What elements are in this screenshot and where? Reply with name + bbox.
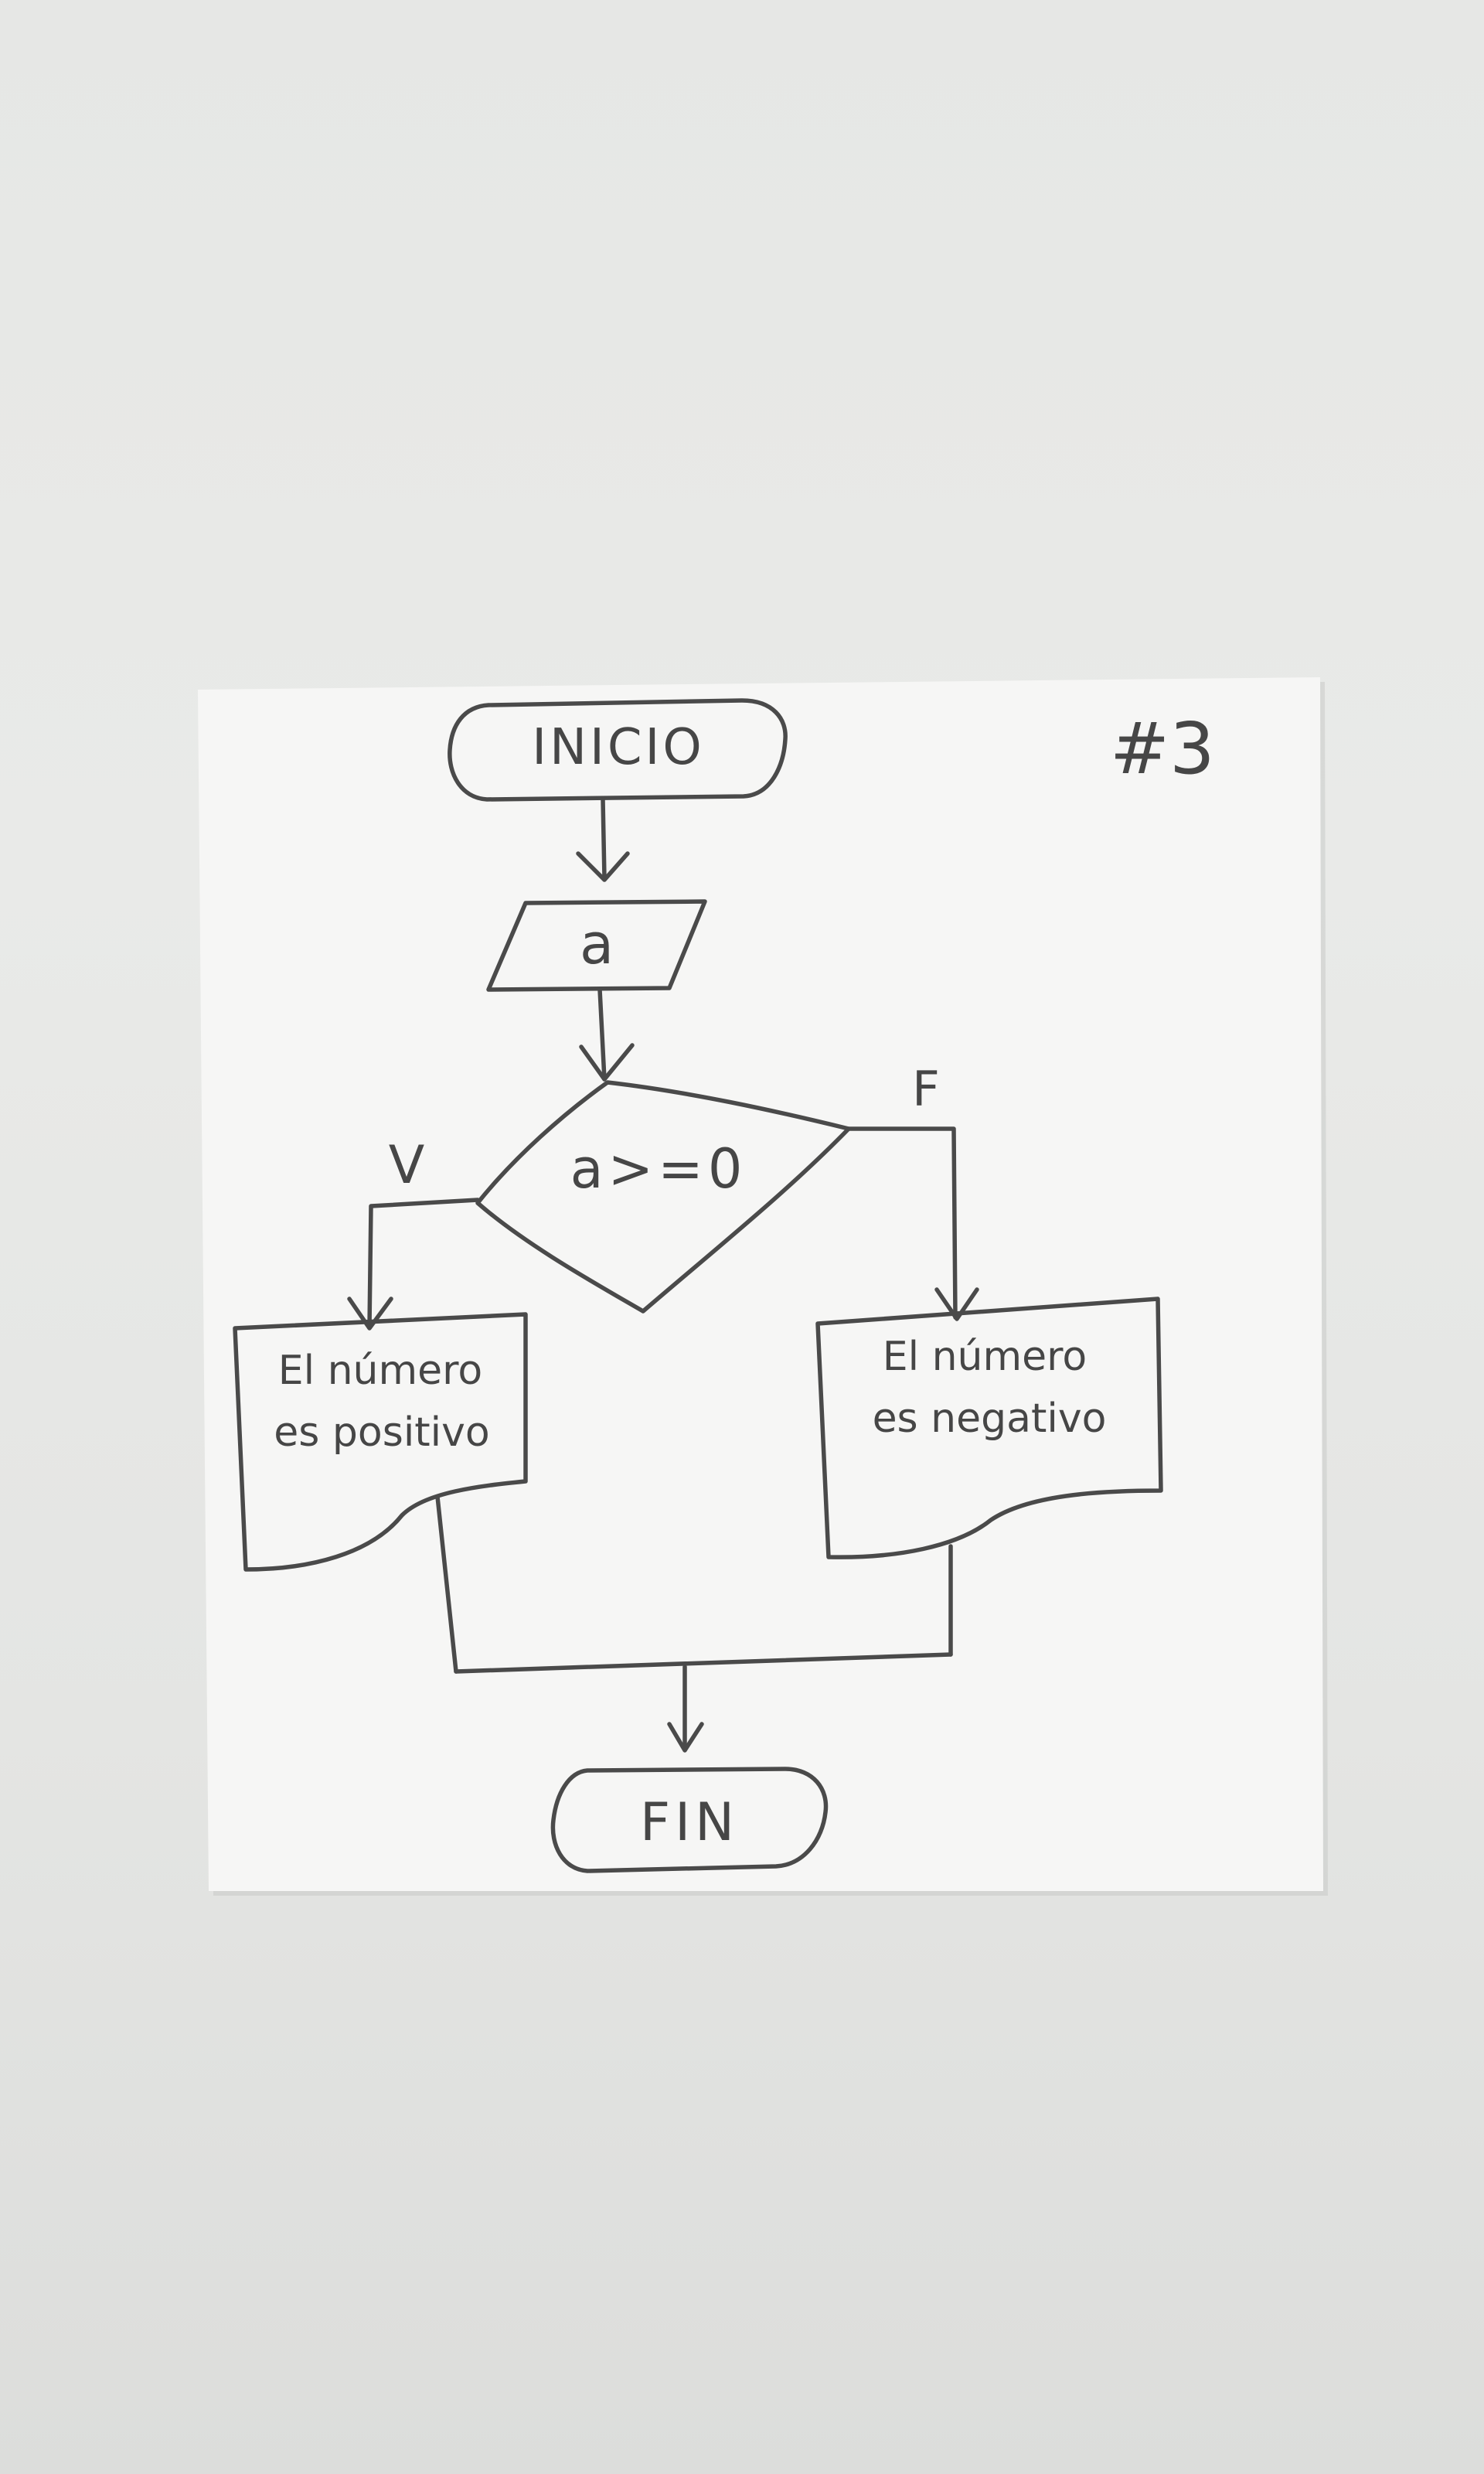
input-label: a <box>580 912 614 976</box>
start-terminator: INICIO <box>448 698 788 802</box>
end-terminator: FIN <box>550 1767 829 1873</box>
false-output-document: El número es negativo <box>815 1297 1163 1559</box>
decision-label: a>=0 <box>570 1137 747 1201</box>
end-label: FIN <box>640 1792 739 1853</box>
input-parallelogram: a <box>486 899 707 992</box>
true-output-document: El número es positivo <box>233 1312 528 1572</box>
arrow-merge-to-end <box>667 1665 704 1753</box>
true-output-line2: es positivo <box>274 1409 489 1456</box>
arrow-start-to-input <box>576 797 630 882</box>
true-branch-label: V <box>389 1135 425 1196</box>
decision-diamond: a>=0 <box>475 1080 851 1314</box>
false-branch-label: F <box>912 1061 940 1117</box>
true-output-line1: El número <box>278 1348 482 1394</box>
true-branch-connector <box>347 1198 480 1331</box>
false-output-line2: es negativo <box>873 1395 1107 1442</box>
false-branch-connector <box>846 1126 979 1321</box>
false-output-line1: El número <box>883 1334 1087 1380</box>
paper-card <box>198 677 1328 1896</box>
merge-connector <box>435 1494 953 1674</box>
arrow-input-to-decision <box>579 987 635 1082</box>
page-number: #3 <box>1110 707 1215 790</box>
start-label: INICIO <box>532 719 705 776</box>
